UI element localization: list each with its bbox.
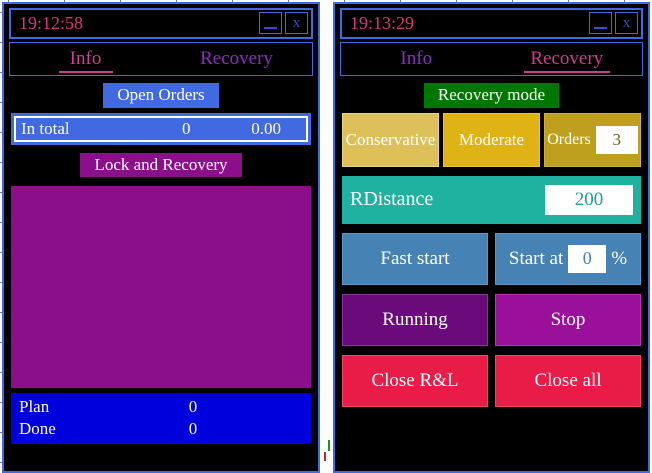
percent-sign: % [611,247,628,269]
summary-box: Plan 0 Done 0 [11,393,311,445]
in-total-amount: 0.00 [251,118,281,138]
tab-recovery[interactable]: Recovery [492,43,643,75]
plan-value: 0 [188,397,198,417]
done-value: 0 [188,419,198,439]
mode-conservative-button[interactable]: Conservative [342,112,439,167]
panel-recovery: 19:13:29 x Info Recovery Recovery mode C… [333,2,650,473]
in-total-strip: In total 0 0.00 [11,112,311,145]
start-at-label: Start at [508,247,564,269]
tab-recovery[interactable]: Recovery [200,48,273,69]
orders-field-group[interactable]: Orders 3 [544,112,641,167]
panel-info: 19:12:58 x Info Recovery Open Orders In … [2,2,320,473]
lock-and-recovery-header: Lock and Recovery [80,152,242,178]
done-label: Done [19,419,56,439]
left-window-buttons: x [259,12,308,34]
left-titlebar: 19:12:58 x [9,8,313,39]
rdistance-label: RDistance [350,188,434,211]
stop-button[interactable]: Stop [495,293,641,346]
minimize-icon[interactable] [259,12,282,34]
running-button[interactable]: Running [342,293,488,346]
orders-label: Orders [547,130,591,148]
mode-moderate-button[interactable]: Moderate [443,112,540,167]
minimize-icon[interactable] [589,12,612,34]
open-orders-header: Open Orders [103,83,219,108]
clock-right: 19:13:29 [350,13,415,33]
start-at-group[interactable]: Start at 0 % [495,232,641,285]
in-total-row: In total 0 0.00 [14,115,308,142]
tab-info[interactable]: Info [10,43,161,75]
close-icon[interactable]: x [285,12,308,34]
chart-bar [328,440,330,451]
chart-bar [324,452,326,461]
recovery-mode-header: Recovery mode [423,83,560,108]
fast-start-button[interactable]: Fast start [342,232,488,285]
summary-row-done: Done 0 [11,418,311,440]
close-row: Close R&L Close all [342,354,641,407]
close-all-button[interactable]: Close all [495,354,641,407]
orders-input[interactable]: 3 [595,125,638,154]
close-rl-button[interactable]: Close R&L [342,354,488,407]
right-tabbar: Info Recovery [340,42,643,76]
right-window-buttons: x [589,12,638,34]
rdistance-input[interactable]: 200 [545,184,633,215]
run-stop-row: Running Stop [342,293,641,346]
left-tabbar: Info Recovery [9,42,313,76]
in-total-label: In total [21,118,70,138]
tab-info[interactable]: Info [400,48,433,69]
in-total-count: 0 [182,118,191,138]
plan-label: Plan [19,397,50,417]
summary-row-plan: Plan 0 [11,396,311,418]
start-row: Fast start Start at 0 % [342,232,641,285]
mode-selector-row: Conservative Moderate Orders 3 [342,112,641,167]
clock-left: 19:12:58 [19,13,84,33]
recovery-list-area[interactable] [11,186,311,389]
close-icon[interactable]: x [615,12,638,34]
rdistance-row: RDistance 200 [342,175,641,224]
right-titlebar: 19:13:29 x [340,8,643,39]
start-at-input[interactable]: 0 [568,244,607,273]
